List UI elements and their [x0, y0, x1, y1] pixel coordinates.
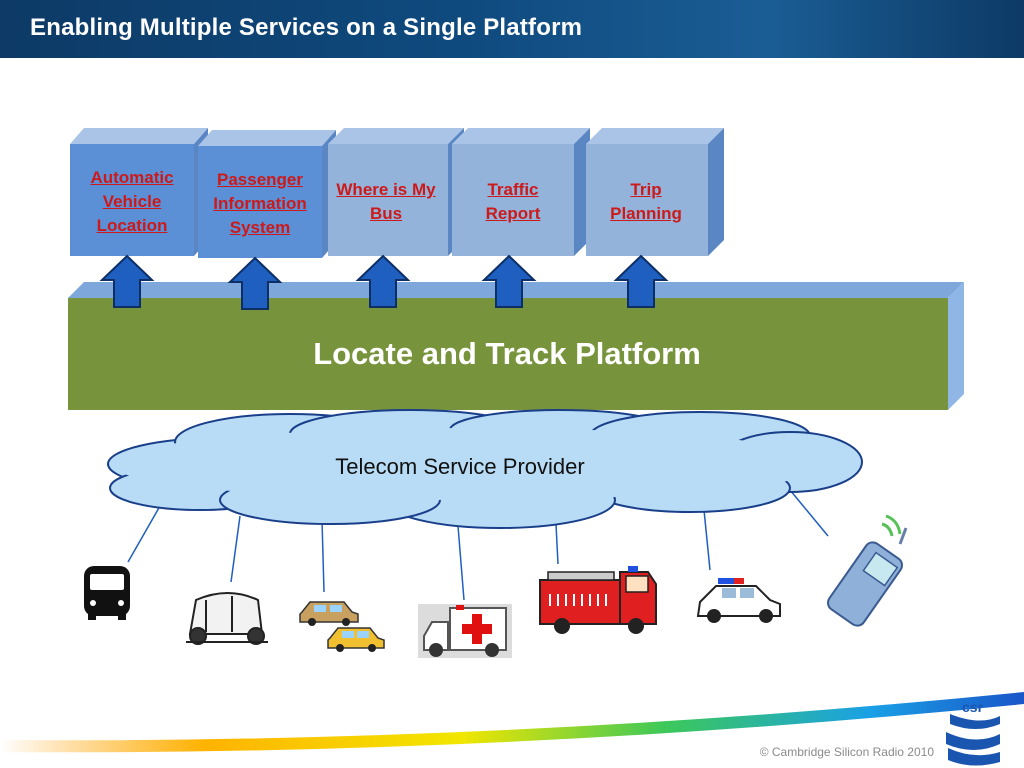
taxi-cars-icon [299, 601, 385, 652]
service-box-pis [198, 130, 336, 258]
arrow-avl [99, 254, 155, 308]
arrow-traffic [481, 254, 537, 308]
service-label-trip: Trip Planning [610, 180, 682, 223]
ambulance-icon [418, 604, 512, 658]
mobile-phone-icon [826, 514, 908, 627]
telecom-cloud [107, 409, 863, 529]
header-bar: Enabling Multiple Services on a Single P… [0, 0, 1024, 58]
police-car-icon [696, 578, 781, 623]
csr-logo: csr [946, 699, 1000, 766]
copyright-text: © Cambridge Silicon Radio 2010 [759, 745, 934, 759]
slide-title: Enabling Multiple Services on a Single P… [30, 14, 583, 41]
service-box-trip [586, 128, 724, 256]
cloud-label: Telecom Service Provider [335, 454, 585, 479]
connection-lines [127, 489, 829, 601]
auto-rickshaw-icon [186, 592, 268, 645]
service-label-where-bus: Where is My Bus [336, 180, 436, 223]
platform-label: Locate and Track Platform [313, 336, 701, 371]
service-label-traffic: Traffic Report [485, 180, 541, 223]
bus-icon [84, 566, 130, 620]
service-label-pis: Passenger Information System [213, 170, 307, 237]
arrow-pis [227, 256, 283, 310]
service-label-avl: Automatic Vehicle Location [90, 168, 174, 235]
service-box-traffic [452, 128, 590, 256]
arrow-trip [613, 254, 669, 308]
fire-truck-icon [539, 566, 657, 634]
service-box-avl [70, 128, 208, 256]
rainbow-swoosh [0, 692, 1024, 753]
csr-logo-text: csr [962, 699, 984, 715]
arrow-where-bus [355, 254, 411, 308]
